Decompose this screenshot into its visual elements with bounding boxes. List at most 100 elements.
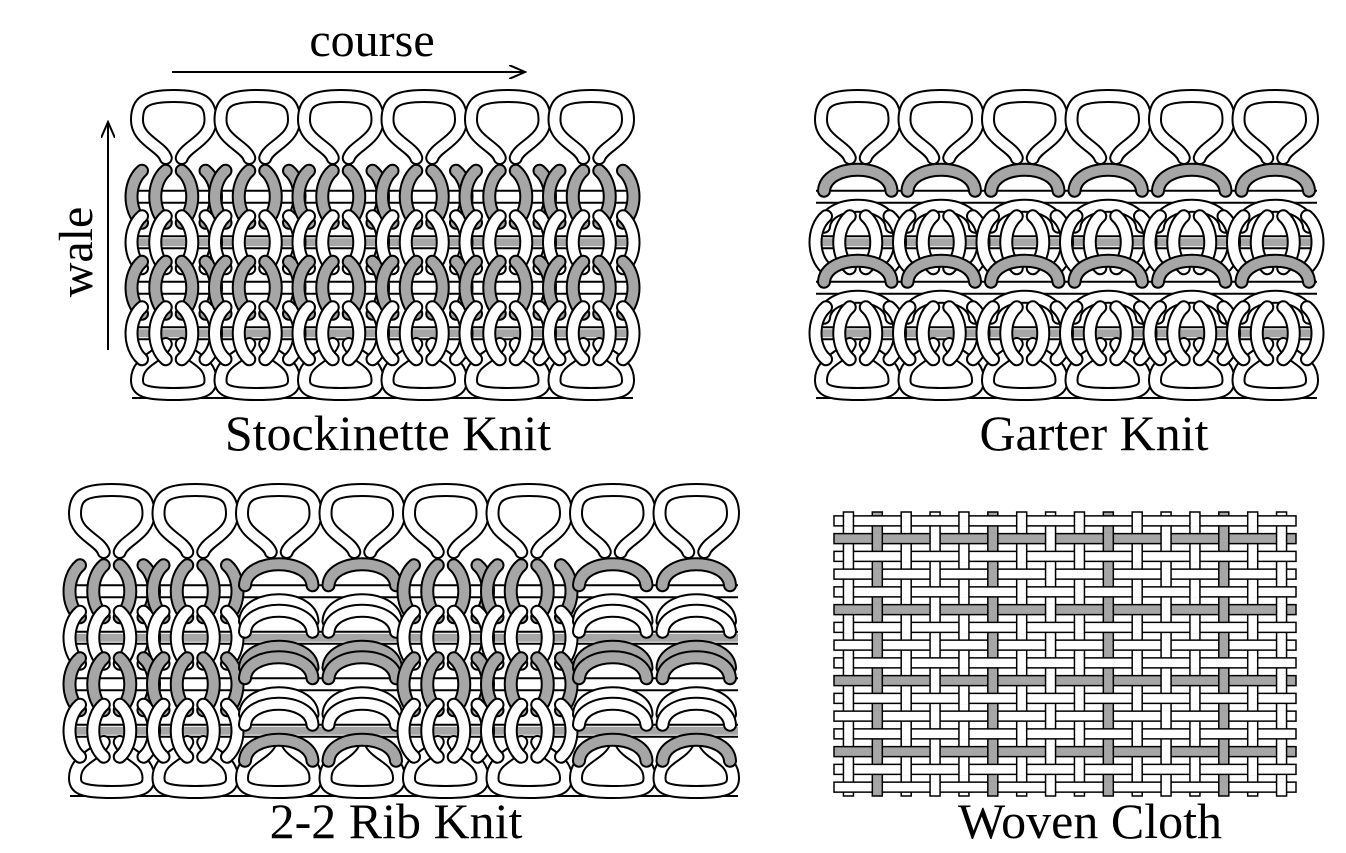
garter-bottom-cup-2 — [981, 337, 1069, 401]
warp-over-5-13 — [987, 745, 998, 758]
stockinette-knit-leg-1-3-1 — [231, 300, 257, 367]
warp-over-1-1 — [872, 532, 883, 545]
garter-bottom-cup-0-core — [816, 339, 900, 399]
rib-top-loop-5-core — [487, 485, 571, 557]
rib-knit-leg-1-3-1 — [169, 697, 195, 764]
rib-top-loop-6 — [569, 483, 657, 559]
warp-over-7-9 — [1045, 674, 1056, 687]
garter-knit-leg-2-3-0-core — [977, 302, 998, 365]
rib-knit-leg-0-3-2 — [112, 697, 138, 764]
stockinette-knit-leg-2-3-0-core — [293, 302, 314, 365]
warp-over-3-7 — [930, 639, 941, 652]
garter-knit-leg-2-1-0 — [975, 209, 1000, 276]
garter-top-loop-0-core — [816, 91, 900, 163]
stockinette-knit-leg-3-3-2-core — [427, 302, 448, 365]
weft-thread-4 — [833, 586, 1297, 598]
garter-knit-leg-5-3-3-core — [1302, 302, 1323, 365]
warp-over-13-7 — [1218, 639, 1229, 652]
garter-purl-bump-low-3-2 — [1067, 289, 1149, 325]
stockinette-bottom-cup-1-core — [215, 339, 299, 399]
garter-knit-leg-5-3-3 — [1300, 300, 1325, 367]
stockinette-bottom-cup-3-outline — [380, 337, 468, 401]
warp-over-4-8 — [958, 656, 969, 669]
warp-over-5-15 — [987, 781, 998, 794]
rib-knit-leg-5-3-1-core — [505, 699, 527, 762]
warp-over-9-13 — [1103, 745, 1114, 758]
rib-purl-bump-6-0 — [572, 557, 654, 593]
stockinette-knit-leg-0-3-2 — [174, 300, 200, 367]
stockinette-bottom-cup-2 — [297, 337, 385, 401]
garter-bottom-cup-5-outline — [1231, 337, 1319, 401]
rib-purl-bump-2-0-core — [240, 559, 318, 591]
warp-over-15-5 — [1276, 603, 1287, 616]
rib-knit-leg-4-3-0 — [396, 697, 421, 764]
rib-top-loop-0 — [68, 483, 156, 559]
garter-purl-bump-2-2-core — [986, 255, 1064, 287]
rib-top-loop-4 — [402, 483, 490, 559]
garter-purl-bump-3-2-core — [1069, 255, 1147, 287]
garter-knit-leg-0-3-2 — [858, 300, 884, 367]
warp-over-13-3 — [1218, 568, 1229, 581]
garter-top-loop-5-core — [1233, 91, 1317, 163]
warp-over-11-9 — [1161, 674, 1172, 687]
garter-purl-bump-2-0-core — [986, 164, 1064, 196]
rib-purl-bump-7-3 — [655, 696, 737, 732]
garter-purl-bump-1-0 — [900, 162, 982, 198]
garter-knit-leg-5-3-1 — [1249, 300, 1275, 367]
rib-knit-leg-5-3-2 — [530, 697, 555, 764]
stockinette-bottom-cup-0-outline — [130, 337, 218, 401]
stockinette-knit-leg-1-3-1-core — [233, 302, 255, 365]
stockinette-knit-leg-5-3-1-core — [567, 302, 589, 365]
warp-over-5-7 — [987, 639, 998, 652]
warp-over-10-6 — [1132, 621, 1143, 634]
garter-purl-bump-low-5-2 — [1234, 289, 1316, 325]
warp-over-5-1 — [987, 532, 998, 545]
garter-purl-bump-5-2-core — [1236, 255, 1314, 287]
rib-panel — [62, 483, 740, 799]
stockinette-top-loop-1-core — [215, 91, 299, 163]
warp-thread-11 — [1160, 511, 1172, 797]
garter-purl-bump-4-0 — [1151, 162, 1233, 198]
rib-purl-bump-3-0-core — [323, 559, 401, 591]
weft-thread-10 — [833, 692, 1297, 705]
stockinette-knit-leg-1-3-0 — [208, 300, 233, 367]
warp-over-13-11 — [1218, 710, 1229, 723]
rib-bottom-cup-0-core — [70, 737, 154, 797]
stockinette-knit-leg-3-3-2 — [425, 300, 450, 367]
rib-knit-leg-5-3-0 — [480, 697, 505, 764]
warp-over-4-10 — [958, 692, 969, 705]
garter-knit-leg-3-3-0 — [1059, 300, 1084, 367]
rib-knit-leg-5-3-3 — [554, 697, 579, 764]
stockinette-knit-leg-2-3-1 — [315, 300, 340, 367]
garter-knit-leg-5-1-3 — [1300, 209, 1325, 276]
stockinette-top-loop-3 — [380, 89, 468, 165]
warp-over-12-8 — [1189, 656, 1200, 669]
stockinette-knit-leg-1-3-2-core — [260, 302, 281, 365]
garter-knit-leg-5-1-0-core — [1228, 211, 1249, 274]
warp-over-11-7 — [1161, 639, 1172, 652]
rib-purl-bump-low-6-3-core — [574, 734, 652, 766]
warp-thread-1 — [871, 511, 884, 797]
garter-knit-leg-4-3-0-core — [1144, 302, 1165, 365]
garter-bottom-cup-0 — [814, 337, 902, 401]
rib-knit-leg-1-3-2-core — [198, 699, 219, 762]
garter-purl-bump-2-0 — [984, 162, 1066, 198]
garter-top-loop-2 — [981, 89, 1069, 165]
rib-top-loop-1 — [151, 483, 239, 559]
stockinette-knit-leg-5-3-2-core — [594, 302, 615, 365]
stockinette-knit-leg-2-3-1-core — [317, 302, 338, 365]
garter-course-fill-0 — [816, 192, 1317, 201]
rib-top-loop-3-core — [320, 485, 404, 557]
warp-over-1-13 — [872, 745, 883, 758]
stockinette-top-loop-4-core — [466, 91, 550, 163]
rib-bottom-cup-4 — [402, 735, 490, 799]
garter-knit-leg-2-3-2 — [1025, 300, 1051, 367]
stockinette-bottom-cup-0-core — [132, 339, 216, 399]
rib-top-loop-4-outline — [402, 483, 490, 559]
garter-purl-bump-low-3-0 — [1067, 198, 1149, 234]
rib-purl-bump-7-2 — [655, 650, 737, 686]
warp-over-3-1 — [930, 532, 941, 545]
warp-over-1-15 — [872, 781, 883, 794]
warp-over-0-10 — [843, 692, 854, 705]
